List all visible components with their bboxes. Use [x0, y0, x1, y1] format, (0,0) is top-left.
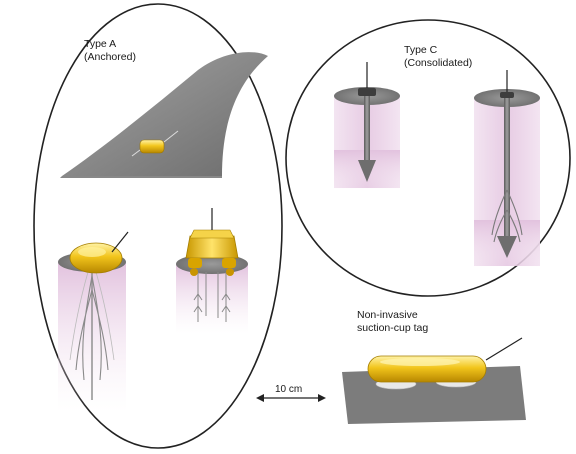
type-a-dart-tag [58, 232, 128, 412]
type-c-title: Type C [404, 44, 437, 57]
type-c-subtitle: (Consolidated) [404, 57, 472, 70]
scale-bar-label: 10 cm [275, 383, 302, 396]
type-a-bolt-tag [176, 208, 248, 334]
type-a-subtitle: (Anchored) [84, 51, 136, 64]
dorsal-fin-icon [60, 52, 268, 178]
type-c-short-dart [334, 62, 400, 190]
fin-tag-icon [140, 140, 164, 153]
type-a-title: Type A [84, 38, 116, 51]
suction-cup-tag-illustration [342, 338, 526, 424]
panel-type-a [34, 4, 282, 448]
suction-tag-title: Non-invasive [357, 309, 418, 322]
suction-tag-subtitle: suction-cup tag [357, 322, 428, 335]
type-c-long-dart [474, 70, 540, 268]
